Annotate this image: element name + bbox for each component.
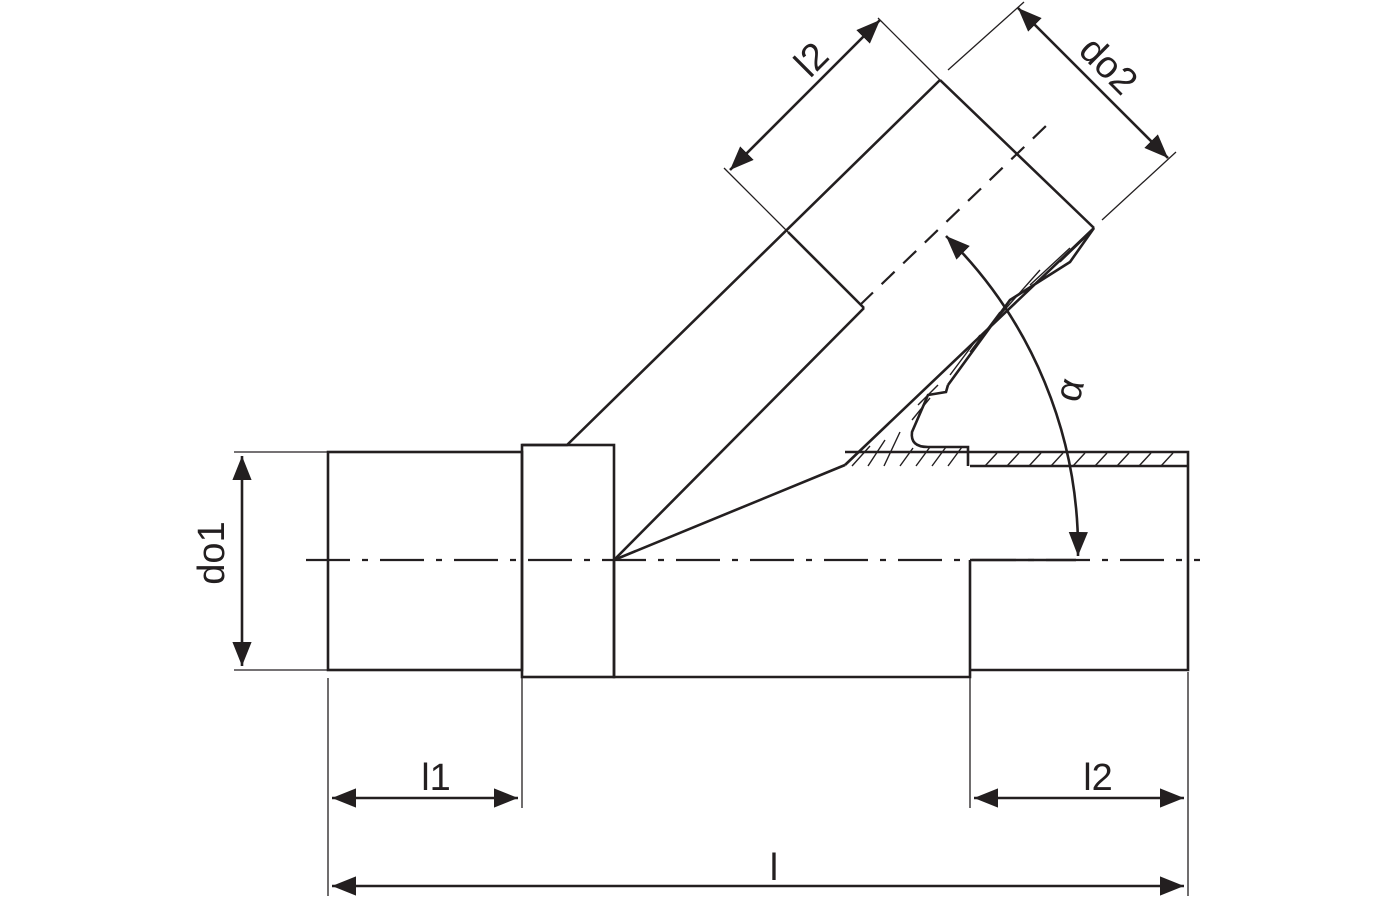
branch-socket-depth <box>787 231 865 309</box>
body-lower <box>612 560 972 679</box>
dim-alpha-arc <box>945 235 1088 557</box>
dim-l2-branch <box>729 19 881 171</box>
center-lines <box>306 123 1200 562</box>
label-do1: do1 <box>191 521 233 584</box>
branch-bore <box>613 307 865 561</box>
branch-centerline <box>859 123 1049 306</box>
branch-lower-edge <box>844 227 1096 466</box>
label-l1: l1 <box>421 757 451 799</box>
dimension-labels: do1 l1 l2 l l2 do2 α <box>191 29 1145 889</box>
label-l-total: l <box>770 847 778 889</box>
branch-outer-edge <box>522 79 941 447</box>
label-do2: do2 <box>1071 29 1146 104</box>
crotch-line <box>613 463 846 562</box>
section-profile <box>910 384 970 466</box>
label-l2-bottom: l2 <box>1083 757 1113 799</box>
dimension-lines <box>232 7 1184 896</box>
label-l2-branch: l2 <box>787 35 838 86</box>
label-alpha: α <box>1047 374 1093 406</box>
section-hatching <box>851 234 1174 467</box>
branch <box>522 79 1096 562</box>
dim-do2 <box>1017 7 1169 159</box>
extension-lines <box>234 1 1189 896</box>
